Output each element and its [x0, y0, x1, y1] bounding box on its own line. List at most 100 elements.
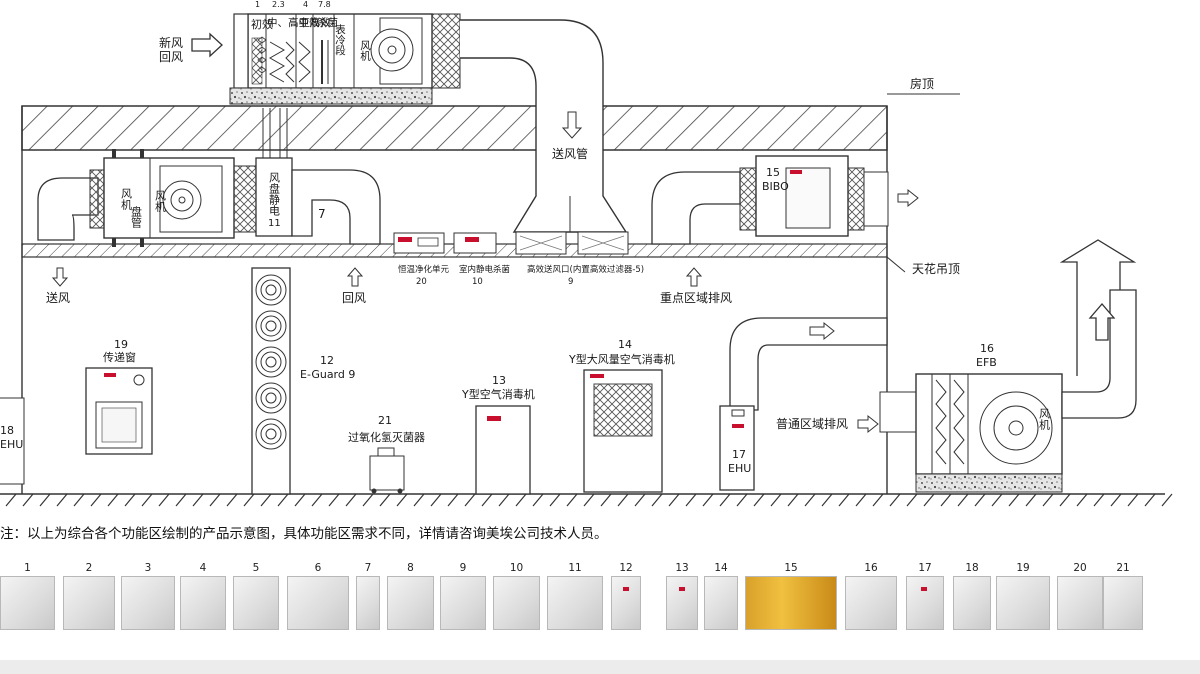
unit20-name: 恒温净化单元 — [398, 264, 450, 275]
product-thumb: 7 — [356, 560, 380, 630]
top-air-handling-unit: 初效 中、高中效 亚高效 杀菌 表冷段 风机 1 2.3 4 7.8 — [229, 0, 461, 105]
product-number: 14 — [714, 562, 728, 574]
product-number: 1 — [24, 562, 31, 574]
floor — [0, 493, 1173, 507]
fcu-electrostatic-label: 风盘静电 — [268, 172, 281, 216]
bibo-num: 15 — [766, 166, 780, 179]
product-image — [0, 576, 55, 630]
product-number: 6 — [314, 562, 322, 574]
product-thumb: 6 — [287, 560, 349, 630]
hvac-diagram: 初效 中、高中效 亚高效 杀菌 表冷段 风机 1 2.3 4 7.8 新风 回风… — [0, 0, 1173, 507]
product-number: 4 — [199, 562, 207, 574]
unit-9: 高效送风口(内置高效过滤器-5) 9 — [515, 231, 644, 287]
ceiling-label: 天花吊顶 — [912, 261, 960, 276]
h2o2-sterilizer: 21 过氧化氢灭菌器 — [348, 414, 425, 494]
ahu-num-1: 1 — [255, 0, 260, 9]
pass-box-num: 19 — [114, 338, 128, 351]
footnote: 注：以上为综合各个功能区绘制的产品示意图，具体功能区需求不同，详情请咨询美埃公司… — [0, 526, 608, 542]
product-number: 12 — [619, 562, 633, 574]
product-thumb: 2 — [63, 560, 115, 630]
ahu-primary-label: 初效 — [251, 17, 273, 31]
unit9-name: 高效送风口(内置高效过滤器-5) — [527, 264, 644, 275]
product-number: 10 — [509, 562, 524, 574]
product-number: 8 — [407, 562, 414, 574]
fcu-fan2-label: 风机 — [154, 190, 167, 212]
product-thumb: 16 — [845, 560, 897, 630]
product-image — [180, 576, 226, 630]
product-thumb: 14 — [704, 560, 738, 630]
product-thumb: 17 — [906, 560, 944, 630]
product-thumb: 5 — [233, 560, 279, 630]
e-guard-column: 12 E-Guard 9 — [251, 267, 355, 495]
ydis-big-name: Y型大风量空气消毒机 — [568, 352, 675, 366]
product-image — [906, 576, 944, 630]
unit10-name: 室内静电杀菌 — [459, 264, 510, 275]
product-number: 19 — [1016, 562, 1030, 574]
product-number: 18 — [965, 562, 979, 574]
product-number: 20 — [1073, 562, 1087, 574]
product-image — [745, 576, 837, 630]
unit-20: 恒温净化单元 20 — [393, 232, 450, 287]
product-image — [547, 576, 603, 630]
eguard-name: E-Guard 9 — [300, 368, 355, 381]
product-thumb: 21 — [1103, 560, 1143, 630]
product-thumb: 3 — [121, 560, 175, 630]
product-thumb: 11 — [547, 560, 603, 630]
h2o2-name: 过氧化氢灭菌器 — [348, 430, 425, 444]
product-number: 7 — [364, 562, 372, 574]
bibo-unit: 15 BIBO — [651, 155, 889, 245]
product-image — [287, 576, 349, 630]
ahu-num-23: 2.3 — [272, 0, 285, 9]
product-image — [704, 576, 738, 630]
bibo-name: BIBO — [762, 180, 789, 193]
product-thumb: 10 — [493, 560, 540, 630]
product-number: 11 — [568, 562, 582, 574]
ehu18-num: 18 — [0, 424, 14, 437]
ehu18-name: EHU — [0, 438, 23, 451]
product-thumb: 9 — [440, 560, 486, 630]
ahu-medium-label: 中、高中效 — [267, 16, 320, 29]
unit-10: 室内静电杀菌 10 — [453, 232, 510, 287]
key-exhaust-label: 重点区域排风 — [660, 291, 732, 305]
eguard-num: 12 — [320, 354, 334, 367]
efb-fan-label: 风机 — [1038, 408, 1051, 430]
supply-duct-label: 送风管 — [552, 146, 588, 161]
ahu-fan-label: 风机 — [359, 40, 371, 62]
fcu-fan-label: 风机 — [120, 188, 133, 210]
product-thumb: 20 — [1057, 560, 1103, 630]
ehu-18: 18 EHU — [0, 397, 25, 485]
exhaust-big-arrow — [1059, 239, 1137, 376]
product-thumb: 18 — [953, 560, 991, 630]
ahu-sub-high-label: 亚高效 — [299, 16, 331, 29]
ydis-name: Y型空气消毒机 — [461, 387, 535, 401]
fcu-coil-label: 盘管 — [130, 205, 143, 229]
product-image — [611, 576, 641, 630]
ydis-big-num: 14 — [618, 338, 632, 351]
product-number: 5 — [252, 562, 260, 574]
pass-box-name: 传递窗 — [103, 350, 136, 364]
y-disinfector: 13 Y型空气消毒机 — [461, 374, 535, 495]
efb-unit: 风机 16 EFB — [879, 289, 1137, 493]
return-air-top-label: 回风 — [159, 50, 183, 64]
ehu-17: 17 EHU — [719, 405, 755, 491]
h2o2-num: 21 — [378, 414, 392, 427]
fcu-num7: 7 — [318, 207, 326, 221]
product-number: 16 — [864, 562, 878, 574]
pass-box: 19 传递窗 — [85, 338, 153, 455]
fan-coil-unit: 风机 盘管 风机 风盘静电 11 7 — [37, 149, 381, 247]
product-thumb: 8 — [387, 560, 434, 630]
supply-air-label: 送风 — [46, 290, 70, 305]
normal-exhaust-label: 普通区域排风 — [776, 417, 848, 431]
ahu-num-78: 7.8 — [318, 0, 331, 9]
ydis-num: 13 — [492, 374, 506, 387]
product-number: 17 — [918, 562, 932, 574]
unit9-num: 9 — [568, 277, 573, 287]
fresh-air-label: 新风 — [159, 35, 183, 50]
product-thumb: 12 — [611, 560, 641, 630]
product-image — [63, 576, 115, 630]
product-number: 2 — [85, 562, 93, 574]
product-image — [1103, 576, 1143, 630]
product-thumb: 1 — [0, 560, 55, 630]
